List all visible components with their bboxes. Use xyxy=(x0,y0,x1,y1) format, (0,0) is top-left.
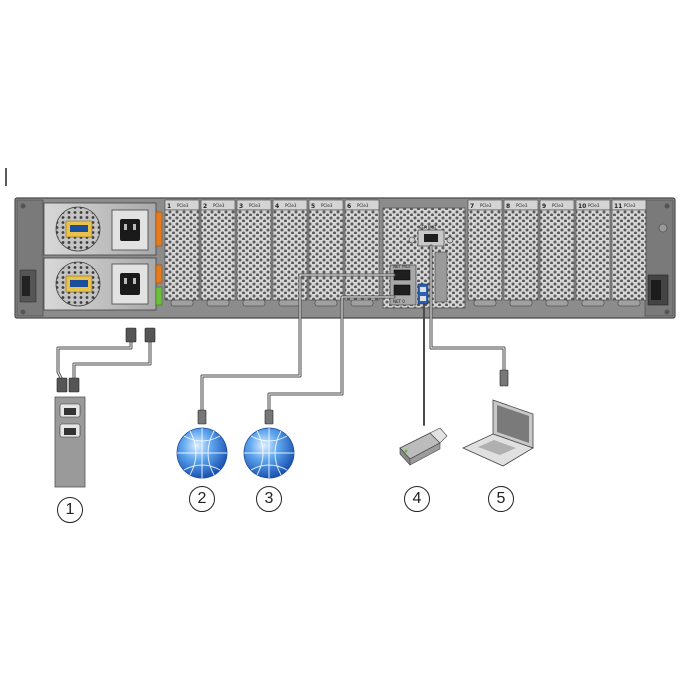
power-cord-2 xyxy=(72,338,152,382)
pcie-slot-5: 5 PCIe3 xyxy=(308,199,344,307)
pcie-slot-label: 2 xyxy=(203,203,207,210)
power-supply-1 xyxy=(43,202,163,256)
pcie-slot-suffix: PCIe3 xyxy=(516,203,528,208)
power-cord-1 xyxy=(56,338,133,382)
pcie-slot-area: 1 PCIe3 2 PCIe3 3 PCIe3 4 PCIe3 5 PCIe3 6 PCIe3 7 PCI… xyxy=(164,199,647,307)
pcie-slot-8: 8 PCIe3 xyxy=(503,199,539,307)
pcie-slot-label: 8 xyxy=(506,203,510,210)
pcie-slot-3: 3 PCIe3 xyxy=(236,199,272,307)
callout-5: 5 xyxy=(488,486,514,512)
pcie-slot-suffix: PCIe3 xyxy=(321,203,333,208)
net-0-port[interactable] xyxy=(393,284,411,296)
ser-mgt-port[interactable] xyxy=(424,234,438,242)
globe-icon xyxy=(243,427,295,479)
pcie-slot-suffix: PCIe3 xyxy=(285,203,297,208)
pcie-slot-label: 4 xyxy=(275,203,279,210)
net-mgt-port[interactable] xyxy=(393,269,411,281)
pcie-slot-9: 9 PCIe3 xyxy=(539,199,575,307)
usb-stick-icon xyxy=(399,427,448,466)
motherboard-io-panel: NET MGT NET 0 SER MGT xyxy=(382,207,466,309)
connectors xyxy=(56,327,509,425)
pcie-slot-suffix: PCIe3 xyxy=(357,203,369,208)
pcie-slot-suffix: PCIe3 xyxy=(588,203,600,208)
pcie-slot-4: 4 PCIe3 xyxy=(272,199,308,307)
pcie-slot-suffix: PCIe3 xyxy=(624,203,636,208)
net-mgt-label: NET MGT xyxy=(393,264,412,269)
pcie-slot-6: 6 PCIe3 xyxy=(344,199,380,307)
pcie-slot-label: 3 xyxy=(239,203,243,210)
pcie-slot-suffix: PCIe3 xyxy=(213,203,225,208)
pcie-slot-label: 9 xyxy=(542,203,546,210)
pcie-slot-7: 7 PCIe3 xyxy=(467,199,503,307)
power-supply-2 xyxy=(43,257,163,311)
pcie-slot-label: 1 xyxy=(167,203,171,210)
pcie-slot-suffix: PCIe3 xyxy=(249,203,261,208)
pcie-slot-label: 11 xyxy=(614,203,622,210)
ser-mgt-label: SER MGT xyxy=(419,225,438,230)
cables xyxy=(56,244,506,426)
pcie-slot-label: 6 xyxy=(347,203,351,210)
callout-3: 3 xyxy=(256,486,282,512)
pcie-slot-suffix: PCIe3 xyxy=(177,203,189,208)
globe-icon xyxy=(176,427,228,479)
power-outlet-icon xyxy=(54,396,86,488)
net-0-label: NET 0 xyxy=(393,299,405,304)
pcie-slot-label: 7 xyxy=(470,203,474,210)
pcie-slot-suffix: PCIe3 xyxy=(480,203,492,208)
laptop-icon xyxy=(462,399,534,467)
pcie-slot-suffix: PCIe3 xyxy=(552,203,564,208)
pcie-slot-2: 2 PCIe3 xyxy=(200,199,236,307)
callout-2: 2 xyxy=(189,486,215,512)
pcie-slot-label: 10 xyxy=(578,203,586,210)
callout-1: 1 xyxy=(57,497,83,523)
pcie-slot-label: 5 xyxy=(311,203,315,210)
pcie-slot-1: 1 PCIe3 xyxy=(164,199,200,307)
callout-4: 4 xyxy=(404,486,430,512)
